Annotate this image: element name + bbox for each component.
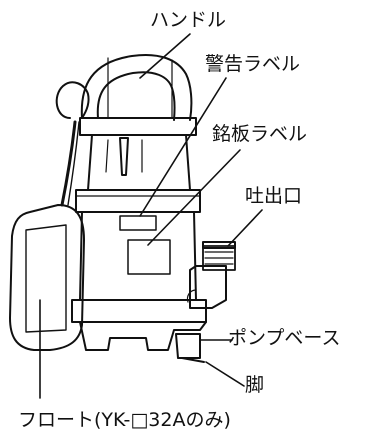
nameplate-plate [127, 239, 171, 275]
leader-leg [205, 361, 245, 387]
label-outlet: 吐出口 [245, 185, 302, 207]
leader-lines [39, 33, 263, 399]
label-leg: 脚 [245, 374, 264, 396]
label-warning: 警告ラベル [205, 53, 300, 75]
pump-base-shape [71, 299, 207, 363]
middle-band [75, 189, 201, 213]
label-float: フロート(YK-□32Aのみ) [18, 409, 231, 431]
float-cable [55, 81, 90, 207]
outlet-fitting [186, 241, 236, 309]
warning-label-plate [119, 215, 157, 231]
leader-outlet [227, 209, 263, 247]
leg-shape [175, 333, 201, 359]
label-nameplate: 銘板ラベル [212, 123, 307, 145]
pump-body [79, 211, 197, 301]
leader-handle [139, 33, 191, 79]
label-pump-base: ポンプベース [228, 327, 340, 349]
handle-shape [80, 54, 193, 121]
label-handle: ハンドル [150, 9, 226, 31]
leader-warning-label [139, 77, 227, 217]
leader-nameplate [147, 149, 241, 246]
float-switch [9, 204, 85, 351]
